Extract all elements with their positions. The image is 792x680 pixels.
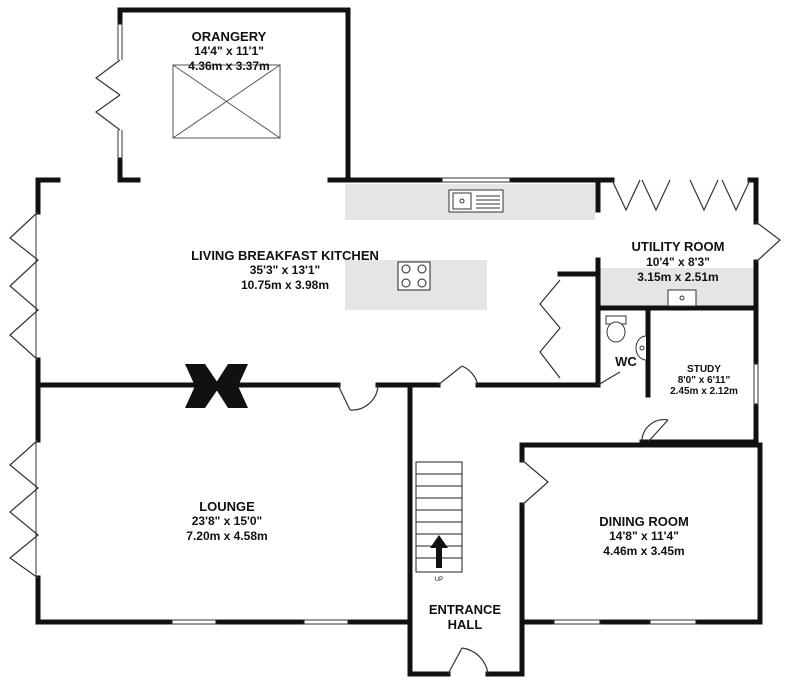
room-name: LIVING BREAKFAST KITCHEN (191, 248, 379, 263)
room-orangery: ORANGERY 14'4" x 11'1" 4.36m x 3.37m (188, 29, 269, 73)
basin-icon (667, 289, 697, 307)
stair-arrow-icon (430, 535, 448, 568)
room-kitchen: LIVING BREAKFAST KITCHEN 35'3" x 13'1" 1… (191, 248, 379, 292)
room-size-imperial: 14'4" x 11'1" (194, 44, 264, 58)
room-size-imperial: 8'0" x 6'11" (678, 375, 731, 386)
room-size-metric: 7.20m x 4.58m (186, 529, 267, 543)
room-size-metric: 4.46m x 3.45m (603, 544, 684, 558)
room-entrance-hall: ENTRANCE HALL (429, 602, 502, 632)
wc-basin-icon (635, 335, 647, 361)
room-size-metric: 4.36m x 3.37m (188, 59, 269, 73)
room-size-imperial: 35'3" x 13'1" (250, 263, 320, 277)
skylight (172, 64, 281, 139)
walls (35, 7, 763, 677)
room-study: STUDY 8'0" x 6'11" 2.45m x 2.12m (670, 364, 738, 397)
room-name: LOUNGE (199, 499, 255, 514)
room-name: STUDY (687, 364, 721, 375)
room-size-imperial: 14'8" x 11'4" (609, 529, 679, 543)
room-wc: WC (615, 354, 637, 369)
room-size-imperial: 10'4" x 8'3" (646, 255, 710, 269)
room-name-line1: ENTRANCE (429, 602, 502, 617)
room-lounge: LOUNGE 23'8" x 15'0" 7.20m x 4.58m (186, 499, 267, 543)
hob-icon (397, 261, 431, 291)
fireplace-icon (185, 364, 248, 408)
stairs-label: UP (435, 577, 443, 583)
room-name: UTILITY ROOM (632, 239, 725, 254)
room-name: WC (615, 354, 637, 369)
room-size-imperial: 23'8" x 15'0" (192, 514, 262, 528)
windows (35, 22, 759, 625)
doors (9, 59, 781, 675)
room-name-line2: HALL (448, 617, 483, 632)
room-size-metric: 2.45m x 2.12m (670, 386, 738, 397)
room-name: DINING ROOM (599, 514, 689, 529)
room-utility: UTILITY ROOM 10'4" x 8'3" 3.15m x 2.51m (632, 239, 725, 284)
room-size-metric: 3.15m x 2.51m (637, 270, 718, 284)
room-dining: DINING ROOM 14'8" x 11'4" 4.46m x 3.45m (599, 514, 689, 558)
toilet-icon (605, 315, 627, 343)
room-size-metric: 10.75m x 3.98m (241, 278, 329, 292)
sink-icon (448, 189, 504, 213)
room-name: ORANGERY (192, 29, 267, 44)
